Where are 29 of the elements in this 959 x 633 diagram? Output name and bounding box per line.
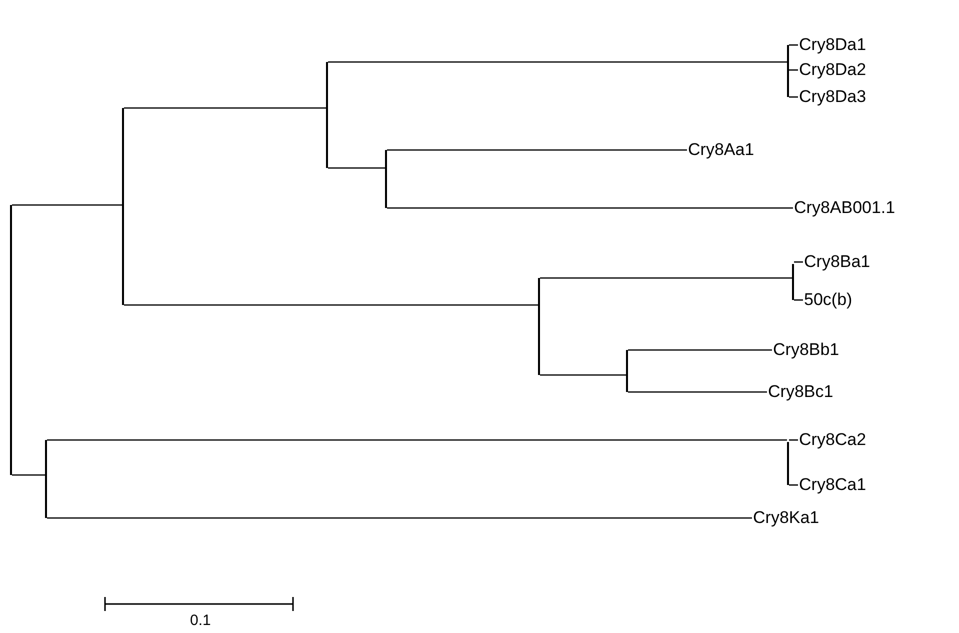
- taxon-label: Cry8Da2: [799, 60, 866, 80]
- branch-line: [387, 149, 687, 151]
- branch-line: [628, 391, 767, 393]
- taxon-label: Cry8Ca2: [799, 430, 866, 450]
- scale-label: 0.1: [190, 612, 211, 630]
- taxon-label: Cry8Bb1: [773, 340, 840, 360]
- branch-line: [124, 107, 326, 109]
- taxon-label: Cry8Ca1: [799, 475, 866, 495]
- branch-line: [540, 277, 792, 279]
- branch-line: [387, 207, 793, 209]
- taxon-label: Cry8Ka1: [753, 508, 820, 528]
- branch-line: [12, 474, 45, 476]
- taxon-label: Cry8Da3: [799, 87, 866, 107]
- taxon-label: Cry8Ba1: [804, 252, 870, 272]
- branch-line: [794, 261, 803, 263]
- branch-line: [789, 439, 798, 441]
- taxon-label: 50c(b): [804, 290, 852, 310]
- taxon-label: Cry8AB001.1: [794, 198, 896, 218]
- taxon-label: Cry8Bc1: [768, 382, 834, 402]
- branch-line: [628, 349, 772, 351]
- branch-line: [47, 439, 787, 441]
- branch-line: [328, 167, 385, 169]
- branch-line: [47, 517, 752, 519]
- branch-line: [12, 204, 122, 206]
- branch-line: [540, 374, 626, 376]
- taxon-label: Cry8Aa1: [688, 140, 754, 160]
- taxon-label: Cry8Da1: [799, 35, 866, 55]
- branch-line: [328, 61, 787, 63]
- branch-line: [124, 304, 538, 306]
